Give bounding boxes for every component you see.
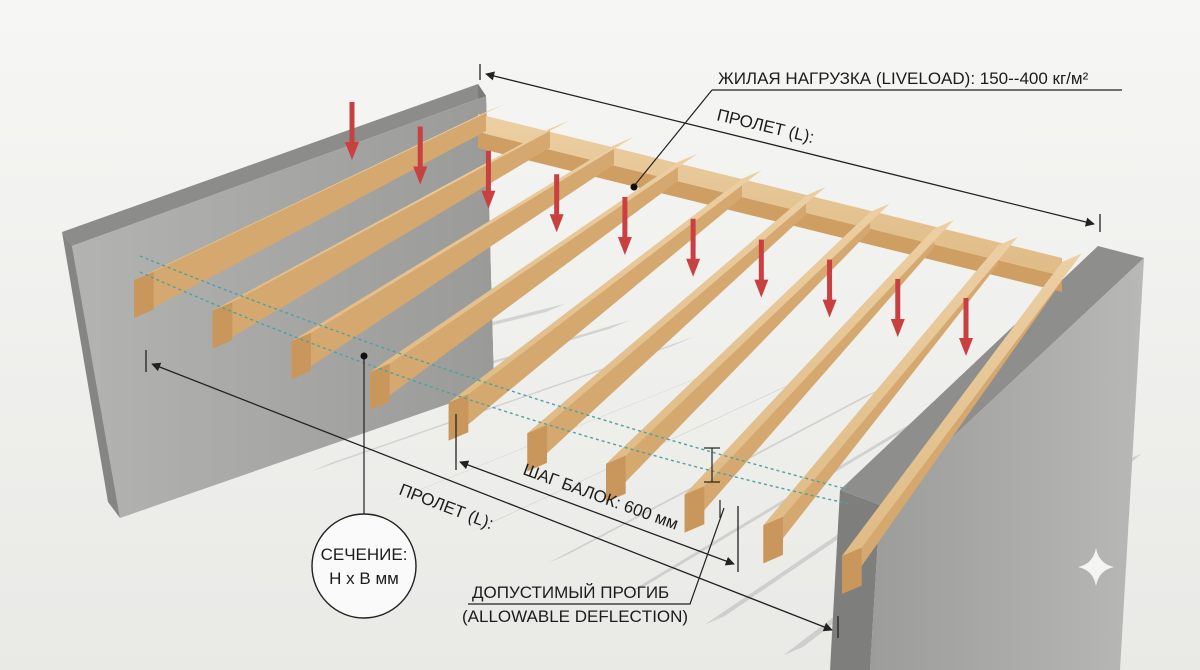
load-arrow-shaft (349, 102, 355, 144)
joist-end-face (134, 271, 154, 318)
joist (212, 120, 570, 349)
left-wall-top (62, 84, 486, 246)
load-arrow-head (822, 299, 837, 318)
load-arrow-head (617, 236, 632, 255)
load-arrow-head (413, 166, 428, 185)
live-load-label: ЖИЛАЯ НАГРУЗКА (LIVELOAD): 150--400 кг/м… (718, 69, 1089, 88)
joist-end-face (842, 547, 862, 594)
load-arrow-shaft (417, 126, 423, 169)
load-arrow (686, 218, 701, 277)
joist-top-face (212, 120, 570, 311)
right-wall-face (870, 258, 1144, 670)
load-arrow-shaft (895, 278, 901, 321)
live-load-pointer (633, 89, 713, 187)
deflection-indicator (468, 447, 725, 605)
load-arrow-shaft (758, 239, 764, 282)
deflection-leader (468, 507, 725, 605)
deflection-label-ru: ДОПУСТИМЫЙ ПРОГИБ (472, 583, 669, 602)
section-dims: H x B мм (329, 569, 399, 588)
live-load-leader (633, 89, 1122, 187)
top-span-dimension (479, 64, 1101, 232)
joist-side-face (134, 112, 486, 318)
load-arrow-head (686, 258, 701, 277)
joist-end-face (212, 302, 233, 349)
load-arrows (345, 102, 973, 356)
load-arrow (413, 126, 428, 185)
section-title: СЕЧЕНИЕ: (321, 545, 408, 564)
joist (134, 103, 506, 318)
load-arrow-shaft (554, 174, 560, 217)
joist (842, 253, 1082, 594)
load-arrow (754, 239, 769, 298)
load-arrow-head (345, 142, 359, 160)
section-dot (360, 352, 368, 360)
deflection-label-en: (ALLOWABLE DEFLECTION) (462, 607, 688, 626)
joist-top-face (448, 170, 762, 403)
load-arrow-head (890, 318, 905, 337)
section-circle (311, 513, 417, 619)
load-arrow (959, 298, 973, 356)
load-arrow-shaft (963, 298, 969, 340)
joist-top-face (134, 103, 506, 280)
joist-top-face (842, 253, 1082, 556)
load-arrow-shaft (827, 259, 833, 302)
sparkle-icon (1078, 548, 1114, 586)
load-arrow (345, 102, 359, 160)
load-arrow-head (754, 279, 769, 298)
load-arrow (822, 259, 837, 318)
load-arrow-head (959, 338, 973, 356)
load-arrow-shaft (485, 150, 491, 193)
load-arrow (890, 278, 905, 337)
left-wall-side (62, 232, 120, 518)
load-arrow-shaft (622, 196, 628, 239)
spacing-dimension (455, 414, 739, 572)
load-arrow-shaft (690, 218, 696, 261)
joist-side-face (212, 128, 550, 349)
top-span-line (485, 71, 1095, 227)
live-load-dot (630, 183, 638, 191)
section-callout (311, 352, 417, 619)
spacing-line (459, 460, 735, 566)
